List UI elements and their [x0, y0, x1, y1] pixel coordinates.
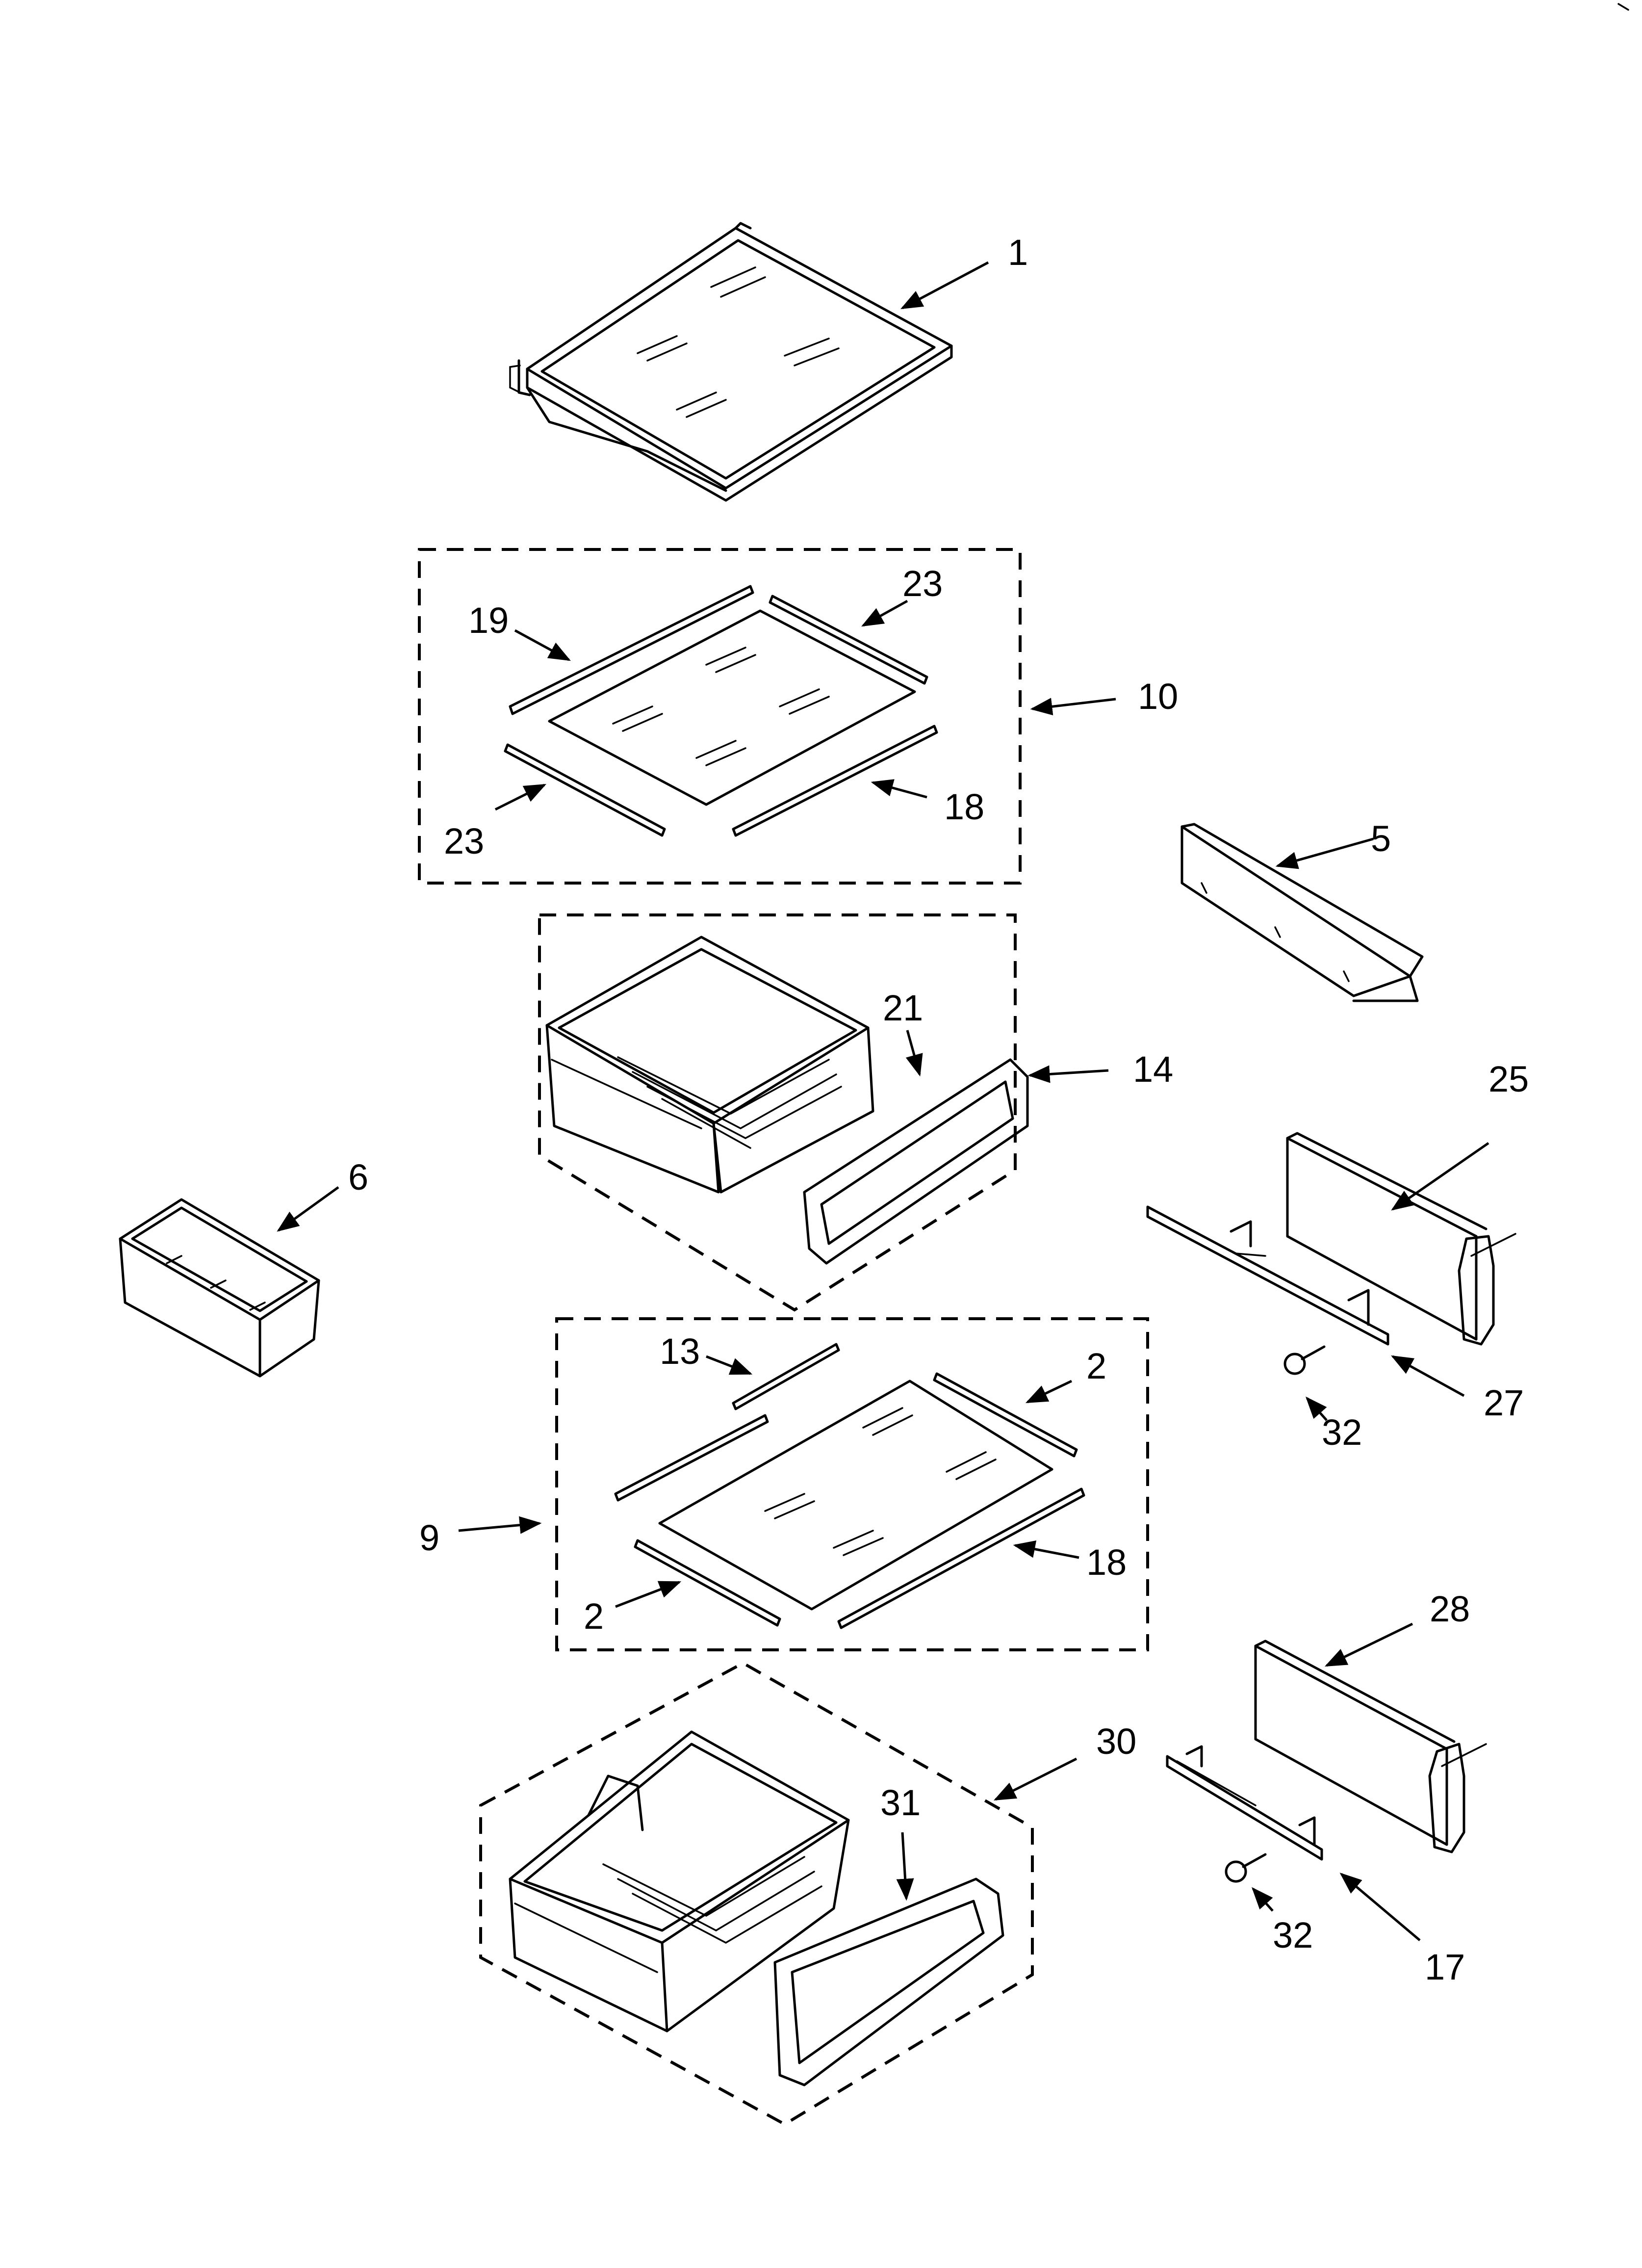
part-5-rail-cover: [1180, 823, 1424, 1002]
callout-2-lower: 2: [584, 1596, 604, 1637]
part-21-crisper-front: [803, 1058, 1029, 1265]
part-30-basket: [509, 1730, 850, 2033]
part-9-glass-panel: [658, 1380, 1053, 1611]
part-32-screw-lower: [1225, 1853, 1267, 1883]
callout-30: 30: [1096, 1721, 1136, 1762]
callout-21: 21: [883, 988, 923, 1028]
callout-23-lower: 23: [444, 821, 484, 861]
callout-6: 6: [348, 1157, 368, 1198]
corner-mark: [1617, 3, 1629, 11]
callout-23-upper: 23: [902, 563, 943, 604]
callout-13: 13: [660, 1331, 700, 1372]
kit-30-outline: [479, 1661, 1034, 2126]
part-2-trim-left: [634, 1539, 781, 1627]
kit-14-outline: [538, 913, 1017, 1312]
part-10-glass-panel: [548, 609, 916, 806]
callout-27: 27: [1484, 1382, 1524, 1423]
callout-14: 14: [1133, 1049, 1173, 1090]
callout-32-upper: 32: [1322, 1412, 1362, 1453]
part-28-drawer-slide-cover: [1254, 1640, 1487, 1853]
part-23-trim-right: [769, 595, 928, 685]
part-13-trim: [732, 1343, 840, 1410]
callout-labels: 1 19 23 10 23 18 5 21 14 25 6 13 2 32 27…: [348, 232, 1529, 1987]
callout-18-lower: 18: [1086, 1542, 1127, 1583]
callout-1: 1: [1008, 232, 1028, 273]
callout-19: 19: [468, 600, 509, 641]
callout-10: 10: [1138, 676, 1178, 717]
leader-lines: [277, 261, 1489, 1941]
callout-25: 25: [1488, 1059, 1529, 1099]
callout-31: 31: [880, 1782, 921, 1823]
part-6-bin: [119, 1198, 320, 1378]
part-1-glass-shelf: [509, 222, 953, 502]
part-trim-left-long: [614, 1414, 769, 1502]
callout-5: 5: [1371, 818, 1391, 859]
part-19-trim: [509, 585, 754, 715]
callout-17: 17: [1425, 1947, 1465, 1987]
part-18-trim: [732, 725, 938, 837]
part-25-drawer-slide-cover: [1286, 1132, 1516, 1346]
part-2-trim-right: [933, 1372, 1078, 1458]
part-27-drawer-slide: [1146, 1205, 1389, 1346]
part-31-basket-front: [773, 1877, 1004, 2086]
part-32-screw-upper: [1283, 1345, 1326, 1375]
callout-18-upper: 18: [944, 786, 984, 827]
part-17-drawer-slide: [1166, 1745, 1323, 1861]
callout-32-lower: 32: [1273, 1915, 1313, 1955]
callout-9: 9: [419, 1517, 439, 1558]
kit-9-outline: [555, 1317, 1149, 1651]
part-14-crisper-bin: [545, 936, 874, 1194]
callout-2-upper: 2: [1086, 1346, 1106, 1386]
part-18-trim-lower: [837, 1487, 1085, 1629]
callout-28: 28: [1430, 1589, 1470, 1629]
part-23-trim-left: [504, 743, 666, 837]
